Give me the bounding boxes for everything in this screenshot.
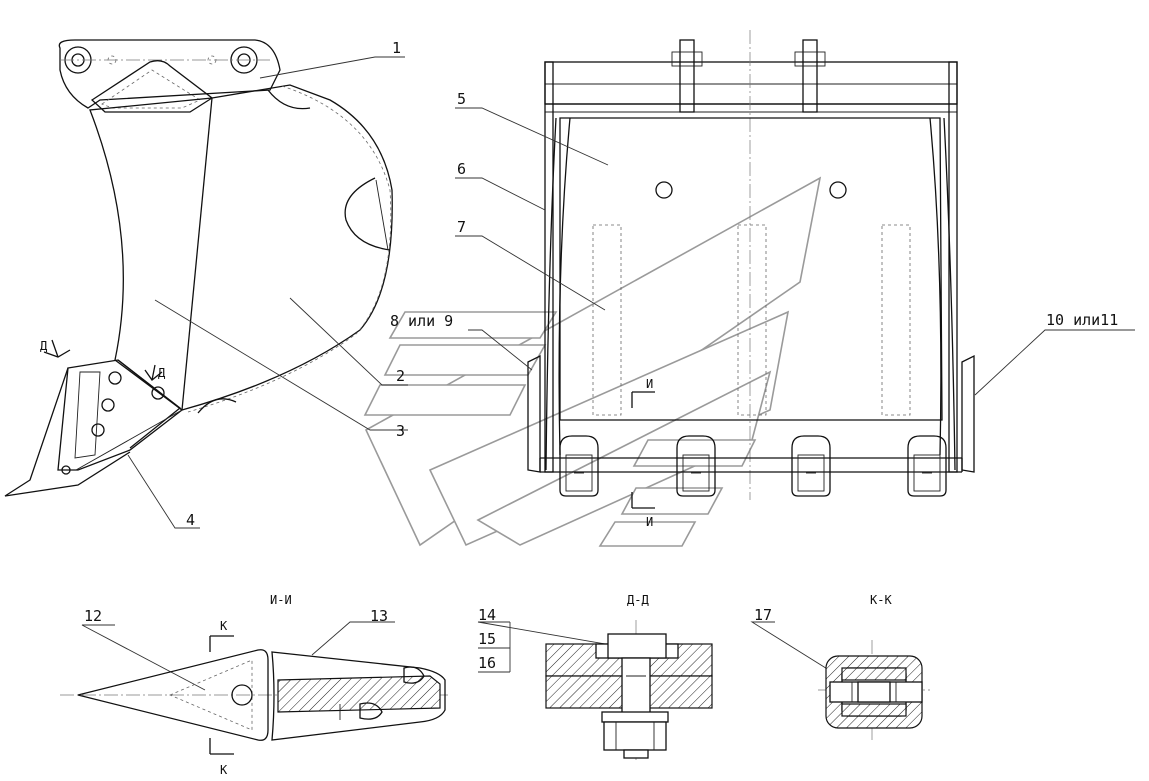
leader-lines	[81, 56, 1135, 691]
label-part-3: 3	[396, 422, 405, 440]
watermark-logo	[363, 176, 822, 547]
part-labels: 1 5 6 7 8 или 9 2 3 4 10 или11 12 13 14 …	[84, 39, 1118, 672]
title-section-ii: И-И	[270, 593, 292, 607]
label-part-5: 5	[457, 90, 466, 108]
label-part-7: 7	[457, 218, 466, 236]
section-cut-marks	[43, 339, 655, 755]
label-part-13: 13	[370, 607, 388, 625]
label-part-14: 14	[478, 606, 496, 624]
title-section-kk: К-К	[870, 593, 892, 607]
label-part-15: 15	[478, 630, 496, 648]
label-part-2: 2	[396, 367, 405, 385]
label-part-16: 16	[478, 654, 496, 672]
label-part-1: 1	[392, 39, 401, 57]
label-part-8-or-9: 8 или 9	[390, 312, 453, 330]
section-dd-bolt	[545, 620, 713, 760]
section-kk-lock	[818, 640, 930, 740]
section-mark-labels: Д Д И И К К	[40, 339, 653, 777]
section-ii-tooth	[60, 649, 450, 741]
label-part-6: 6	[457, 160, 466, 178]
label-part-12: 12	[84, 607, 102, 625]
bucket-side-view	[4, 39, 393, 497]
mark-k-upper: К	[220, 619, 228, 633]
front-tooth-3	[791, 435, 831, 497]
mark-i-lower: И	[646, 515, 653, 529]
front-tooth-4	[907, 435, 947, 497]
section-titles: И-И Д-Д К-К	[270, 593, 892, 607]
mark-d-right: Д	[158, 366, 166, 380]
mark-k-lower: К	[220, 763, 228, 777]
front-tooth-1	[559, 435, 599, 497]
label-part-4: 4	[186, 511, 195, 529]
bucket-front-view	[527, 30, 975, 500]
front-tooth-2	[676, 435, 716, 497]
mark-d-left: Д	[40, 339, 48, 353]
mark-i-upper: И	[646, 377, 653, 391]
label-part-10-or-11: 10 или11	[1046, 311, 1118, 329]
title-section-dd: Д-Д	[627, 593, 649, 607]
label-part-17: 17	[754, 606, 772, 624]
